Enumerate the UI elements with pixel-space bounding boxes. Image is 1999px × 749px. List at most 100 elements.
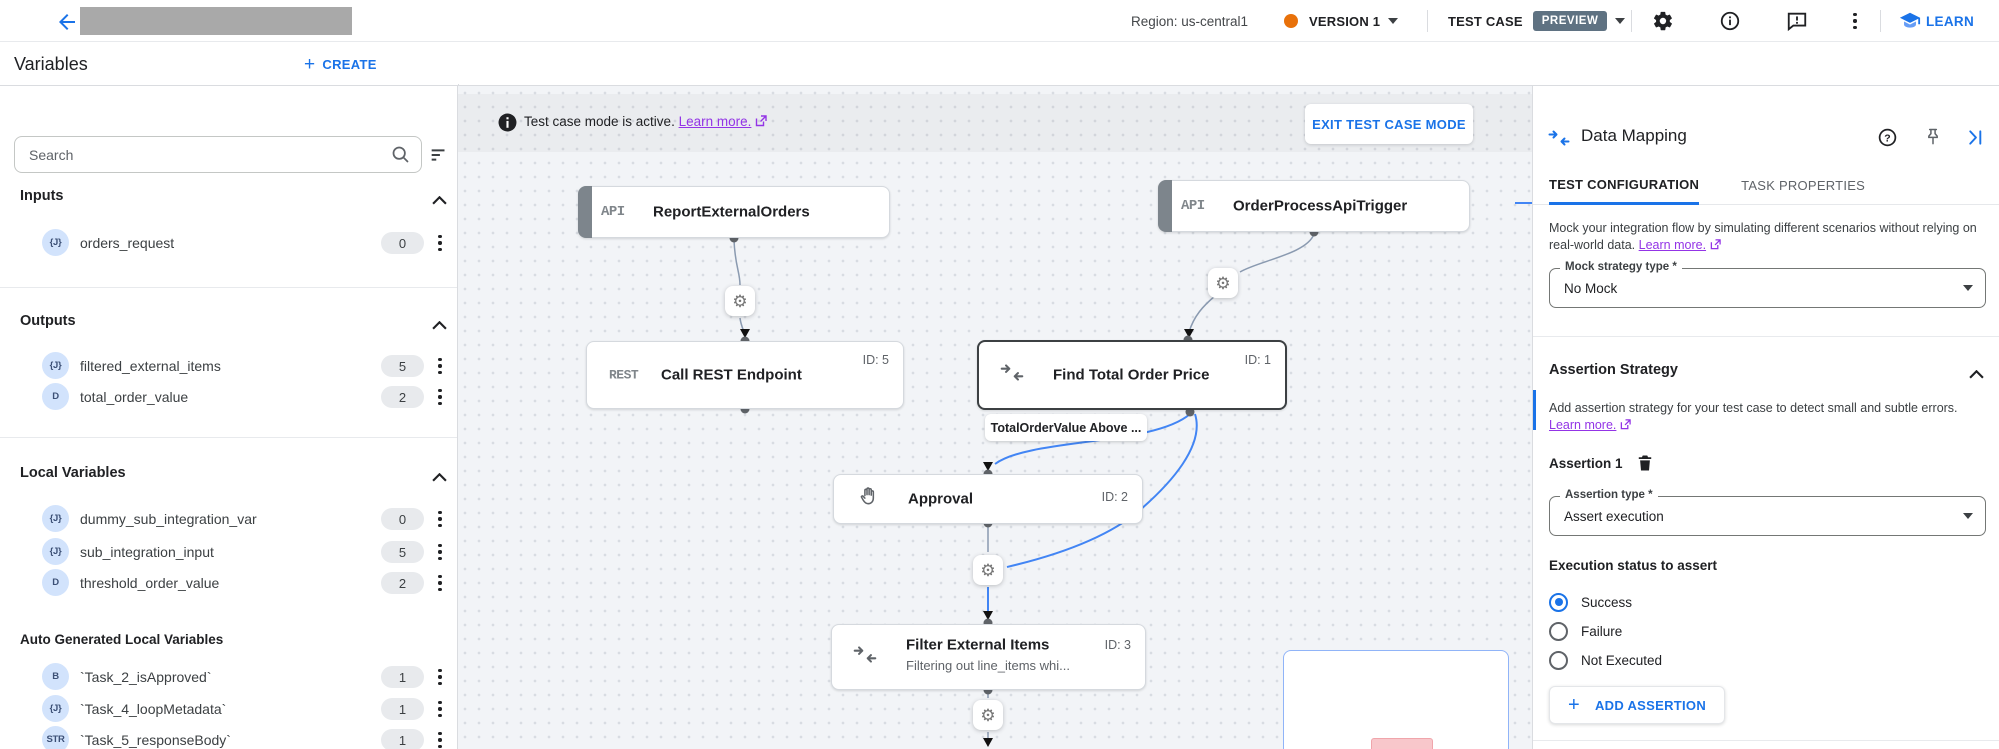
more-options-button[interactable] bbox=[431, 573, 449, 593]
radio-success[interactable]: Success bbox=[1549, 589, 1632, 615]
collapse-section-icon[interactable] bbox=[432, 192, 447, 210]
banner-text: Test case mode is active. Learn more. bbox=[524, 114, 767, 129]
variable-row[interactable]: D total_order_value 2 bbox=[0, 382, 457, 412]
create-variable-button[interactable]: + CREATE bbox=[304, 53, 377, 75]
delete-assertion-icon[interactable] bbox=[1637, 454, 1653, 472]
variable-row[interactable]: {J} dummy_sub_integration_var 0 bbox=[0, 504, 457, 534]
api-trigger-icon: API bbox=[601, 204, 625, 220]
version-selector[interactable]: VERSION 1 bbox=[1284, 0, 1399, 42]
node-call-rest-endpoint[interactable]: REST Call REST Endpoint ID: 5 bbox=[586, 341, 904, 409]
panel-scrollbar-thumb[interactable] bbox=[1533, 390, 1536, 430]
variables-toolbar: Variables + CREATE TEST test-1 bbox=[0, 42, 1999, 128]
plus-icon: + bbox=[304, 53, 316, 75]
edge-condition-label[interactable]: TotalOrderValue Above ... bbox=[985, 414, 1147, 441]
collapse-panel-right-icon[interactable] bbox=[1965, 127, 1986, 148]
add-assertion-button[interactable]: + ADD ASSERTION bbox=[1549, 686, 1725, 724]
settings-gear-icon[interactable] bbox=[1650, 0, 1676, 42]
more-options-icon[interactable] bbox=[1846, 11, 1864, 31]
node-order-process-api-trigger[interactable]: API OrderProcessApiTrigger bbox=[1158, 180, 1470, 232]
info-icon[interactable] bbox=[1717, 0, 1743, 42]
variable-row[interactable]: B `Task_2_isApproved` 1 bbox=[0, 662, 457, 692]
usage-count-badge: 5 bbox=[381, 541, 424, 563]
more-options-button[interactable] bbox=[431, 233, 449, 253]
tab-task-properties[interactable]: TASK PROPERTIES bbox=[1741, 178, 1866, 193]
more-options-button[interactable] bbox=[431, 542, 449, 562]
radio-button[interactable] bbox=[1549, 621, 1568, 641]
usage-count-badge: 2 bbox=[381, 572, 424, 594]
variable-row[interactable]: D threshold_order_value 2 bbox=[0, 568, 457, 598]
collapse-section-icon[interactable] bbox=[432, 469, 447, 487]
collapse-section-icon[interactable] bbox=[432, 317, 447, 335]
divider bbox=[1880, 10, 1881, 32]
pin-icon[interactable] bbox=[1923, 127, 1943, 147]
search-input[interactable] bbox=[29, 137, 379, 172]
graduation-cap-icon bbox=[1899, 12, 1921, 28]
radio-button[interactable] bbox=[1549, 650, 1568, 670]
double-type-icon: D bbox=[42, 569, 69, 596]
variable-row[interactable]: {J} sub_integration_input 5 bbox=[0, 537, 457, 567]
usage-count-badge: 1 bbox=[381, 729, 424, 749]
more-options-button[interactable] bbox=[431, 387, 449, 407]
sub-flow-preview-box[interactable] bbox=[1283, 650, 1509, 749]
usage-count-badge: 5 bbox=[381, 355, 424, 377]
task-id: ID: 1 bbox=[1244, 353, 1271, 367]
flow-canvas[interactable]: Test case mode is active. Learn more. EX… bbox=[458, 86, 1532, 749]
json-type-icon: {J} bbox=[42, 505, 69, 532]
divider bbox=[1533, 336, 1999, 337]
data-mapping-icon bbox=[999, 360, 1025, 391]
variable-row[interactable]: {J} filtered_external_items 5 bbox=[0, 351, 457, 381]
radio-not-executed[interactable]: Not Executed bbox=[1549, 647, 1662, 673]
learn-more-link[interactable]: Learn more. bbox=[1549, 418, 1617, 432]
page-title: Variables bbox=[14, 53, 88, 74]
collapse-section-icon[interactable] bbox=[1969, 366, 1984, 384]
task-id: ID: 3 bbox=[1104, 638, 1131, 652]
divider bbox=[1533, 740, 1999, 741]
learn-more-link[interactable]: Learn more. bbox=[1638, 238, 1707, 252]
more-options-button[interactable] bbox=[431, 509, 449, 529]
more-options-button[interactable] bbox=[431, 730, 449, 749]
string-type-icon: STR bbox=[42, 726, 69, 749]
svg-text:?: ? bbox=[1884, 132, 1890, 144]
data-mapping-icon bbox=[852, 642, 878, 673]
assertion-item-header: Assertion 1 bbox=[1549, 454, 1653, 472]
more-options-button[interactable] bbox=[431, 699, 449, 719]
edge-settings-gear-icon[interactable] bbox=[973, 700, 1003, 730]
radio-failure[interactable]: Failure bbox=[1549, 618, 1622, 644]
external-link-icon bbox=[1620, 419, 1631, 430]
assertion-type-select[interactable]: Assertion type * Assert execution bbox=[1549, 489, 1986, 536]
divider bbox=[0, 287, 457, 288]
edge-settings-gear-icon[interactable] bbox=[973, 555, 1003, 585]
mock-strategy-select[interactable]: Mock strategy type * No Mock bbox=[1549, 261, 1986, 308]
node-approval[interactable]: Approval ID: 2 bbox=[833, 474, 1143, 524]
sort-icon[interactable] bbox=[428, 144, 450, 166]
tab-test-configuration[interactable]: TEST CONFIGURATION bbox=[1549, 166, 1700, 205]
test-case-banner: Test case mode is active. Learn more. EX… bbox=[458, 86, 1532, 160]
external-link-icon bbox=[755, 115, 767, 127]
feedback-icon[interactable] bbox=[1784, 0, 1810, 42]
usage-count-badge: 0 bbox=[381, 508, 424, 530]
more-options-button[interactable] bbox=[431, 667, 449, 687]
panel-tabs: TEST CONFIGURATION TASK PROPERTIES bbox=[1533, 166, 1999, 205]
learn-more-link[interactable]: Learn more. bbox=[678, 114, 752, 129]
hand-approval-icon bbox=[858, 485, 881, 513]
variable-row[interactable]: {J} orders_request 0 bbox=[0, 228, 457, 258]
search-box bbox=[14, 136, 422, 173]
test-case-mode-selector[interactable]: TEST CASE PREVIEW bbox=[1448, 0, 1626, 42]
assertion-strategy-header: Assertion Strategy bbox=[1549, 362, 1678, 378]
learn-link[interactable]: LEARN bbox=[1899, 0, 1974, 42]
exit-test-case-mode-button[interactable]: EXIT TEST CASE MODE bbox=[1305, 104, 1473, 144]
edge-settings-gear-icon[interactable] bbox=[1208, 268, 1238, 298]
node-filter-external-items[interactable]: Filter External Items Filtering out line… bbox=[831, 624, 1146, 690]
edge-settings-gear-icon[interactable] bbox=[725, 286, 755, 316]
node-find-total-order-price[interactable]: Find Total Order Price ID: 1 bbox=[977, 340, 1287, 410]
variable-row[interactable]: STR `Task_5_responseBody` 1 bbox=[0, 725, 457, 749]
variable-row[interactable]: {J} `Task_4_loopMetadata` 1 bbox=[0, 694, 457, 724]
help-icon[interactable]: ? bbox=[1877, 127, 1898, 148]
radio-button[interactable] bbox=[1549, 592, 1568, 612]
node-report-external-orders[interactable]: API ReportExternalOrders bbox=[578, 186, 890, 238]
back-arrow-button[interactable] bbox=[54, 9, 80, 35]
more-options-button[interactable] bbox=[431, 356, 449, 376]
region-label: Region: us-central1 bbox=[1131, 13, 1249, 29]
json-type-icon: {J} bbox=[42, 538, 69, 565]
chevron-down-icon bbox=[1963, 285, 1973, 291]
